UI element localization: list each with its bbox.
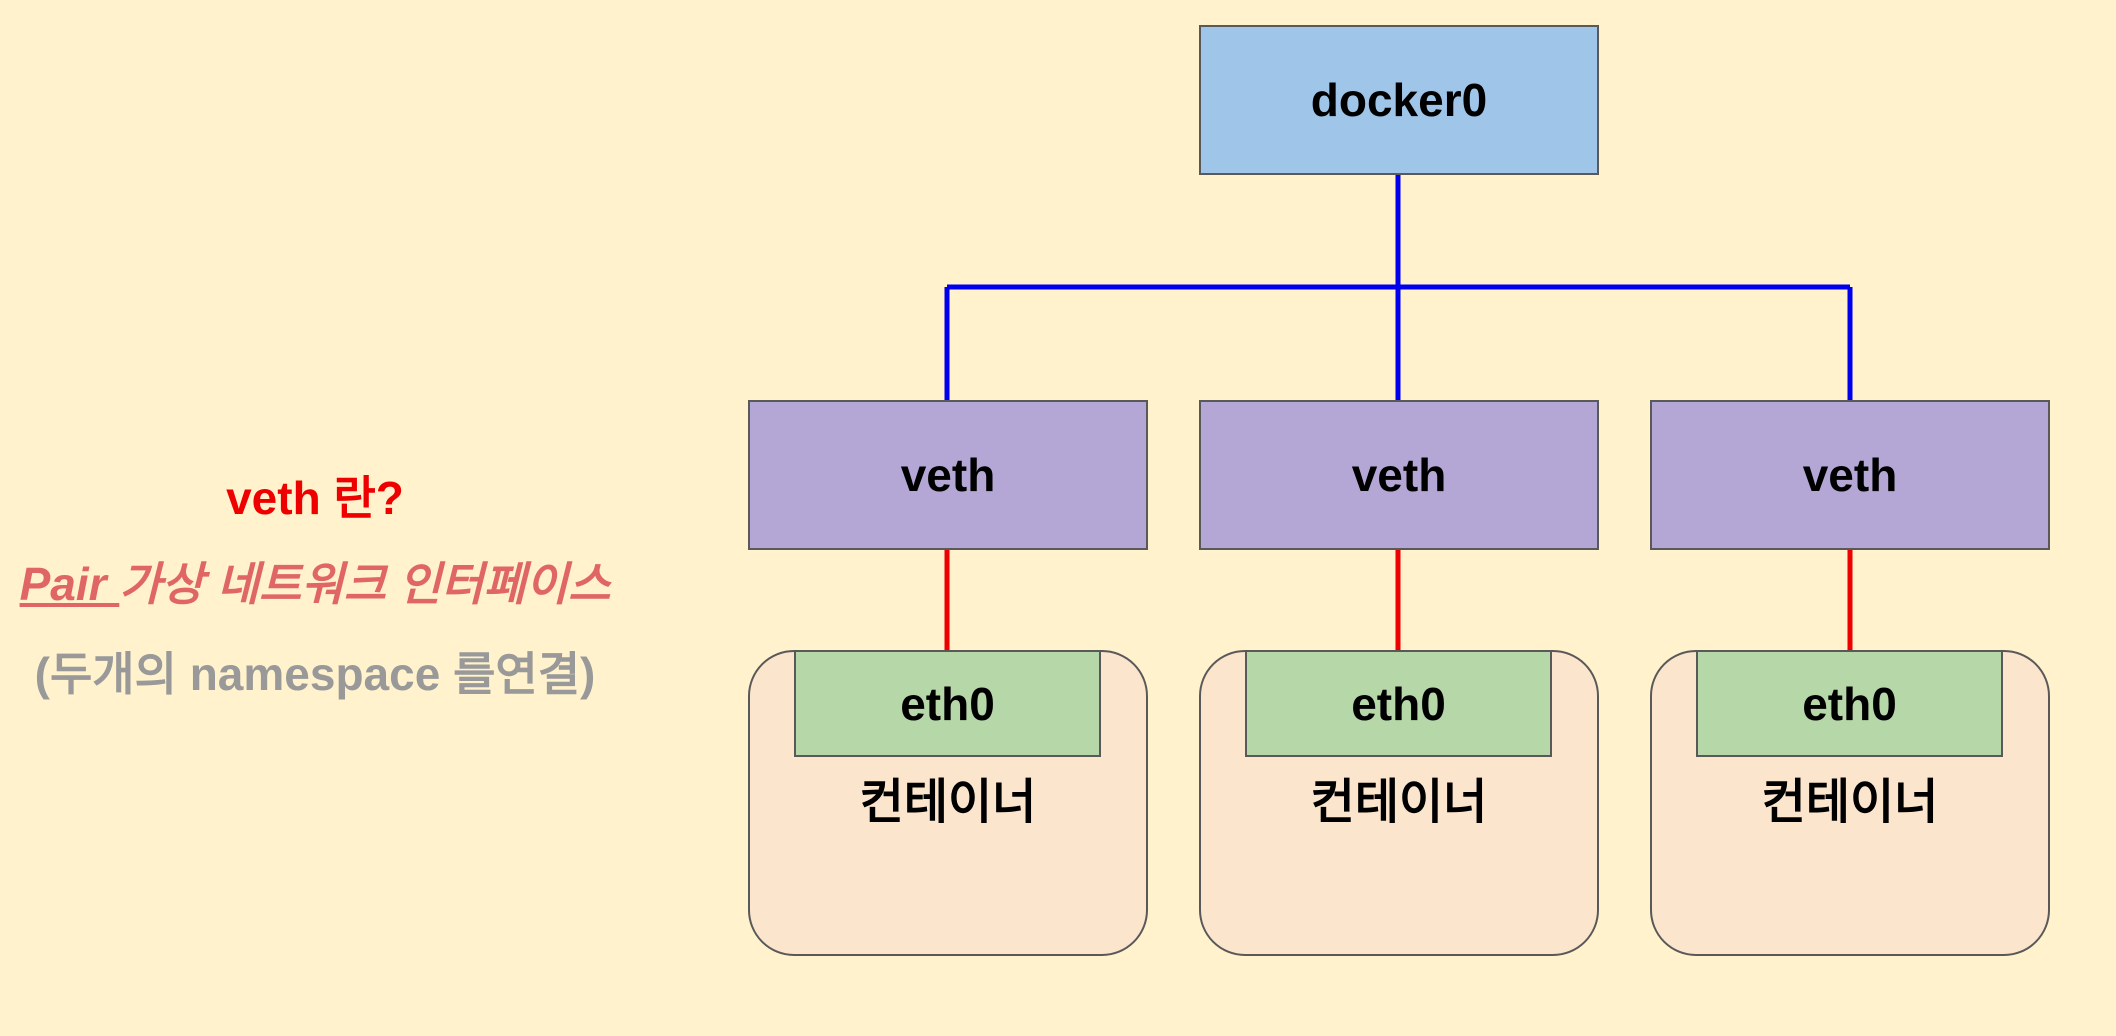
- veth-label-2: veth: [1351, 449, 1447, 501]
- veth-note-text: (두개의 namespace 를연결): [34, 648, 596, 700]
- veth-note: (두개의 namespace 를연결): [0, 638, 630, 704]
- eth0-interface-1: eth0: [794, 650, 1101, 757]
- container-label-3: 컨테이너: [1761, 776, 1939, 829]
- eth0-label-2: eth0: [1351, 677, 1446, 730]
- veth-node-2: veth: [1199, 400, 1599, 550]
- container-label-2: 컨테이너: [1310, 776, 1488, 829]
- eth0-label-1: eth0: [900, 677, 995, 730]
- docker0-bridge-node: docker0: [1199, 25, 1599, 175]
- veth-title: veth 란?: [0, 462, 630, 528]
- veth-node-1: veth: [748, 400, 1148, 550]
- veth-definition-rest: 가상 네트워크 인터페이스: [119, 558, 611, 610]
- eth0-interface-2: eth0: [1245, 650, 1552, 757]
- eth0-interface-3: eth0: [1696, 650, 2003, 757]
- veth-definition-pair: Pair: [19, 558, 120, 610]
- eth0-label-3: eth0: [1802, 677, 1897, 730]
- veth-node-3: veth: [1650, 400, 2050, 550]
- veth-label-3: veth: [1802, 449, 1898, 501]
- veth-label-1: veth: [900, 449, 996, 501]
- docker0-label: docker0: [1310, 74, 1488, 126]
- veth-title-text: veth 란?: [226, 472, 404, 524]
- container-label-1: 컨테이너: [859, 776, 1037, 829]
- veth-definition: Pair 가상 네트워크 인터페이스: [0, 548, 630, 614]
